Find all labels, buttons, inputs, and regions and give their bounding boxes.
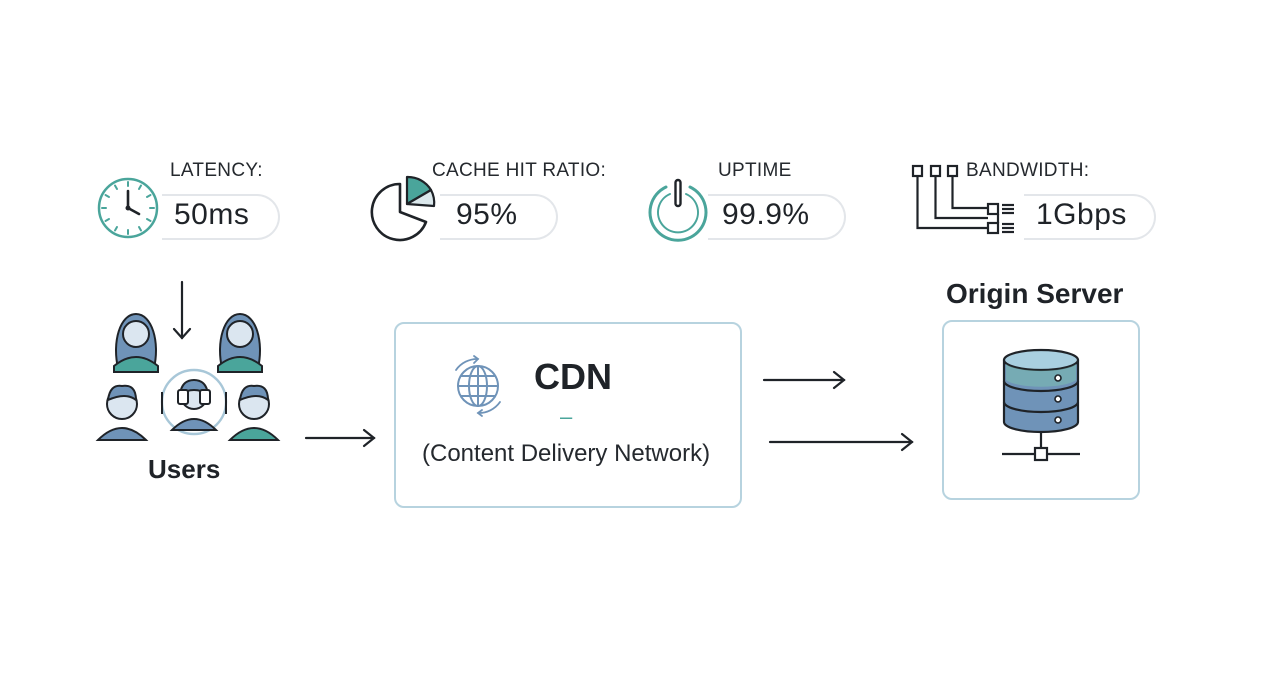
latency-label: LATENCY: <box>170 160 263 181</box>
power-icon <box>648 178 708 242</box>
users-group-icon <box>95 280 281 441</box>
bandwidth-pill <box>1024 194 1156 240</box>
pie-chart-icon <box>370 175 436 242</box>
origin-title: Origin Server <box>946 278 1124 309</box>
cdn-separator: – <box>560 404 573 429</box>
cache-hit-ratio-label: CACHE HIT RATIO: <box>432 160 607 181</box>
uptime-pill <box>708 194 846 240</box>
bandwidth-value: 1Gbps <box>1036 198 1127 231</box>
arrow-cdn-to-origin-top <box>762 370 846 390</box>
latency-value: 50ms <box>174 198 250 231</box>
arrow-users-to-cdn <box>304 428 376 448</box>
origin-box <box>942 320 1140 500</box>
latency-pill <box>162 194 280 240</box>
uptime-label: UPTIME <box>718 160 792 181</box>
cache-hit-ratio-value: 95% <box>456 198 518 231</box>
cdn-subtitle: (Content Delivery Network) <box>422 440 711 467</box>
users-label: Users <box>148 454 221 484</box>
clock-icon <box>97 177 159 239</box>
cdn-title: CDN <box>534 356 612 397</box>
bandwidth-label: BANDWIDTH: <box>966 160 1090 181</box>
server-database-icon <box>1002 348 1080 462</box>
globe-icon <box>455 355 501 417</box>
network-connections-icon <box>911 164 1014 235</box>
cdn-box <box>394 322 742 508</box>
arrow-cdn-to-origin-bottom <box>768 432 914 452</box>
uptime-value: 99.9% <box>722 198 810 231</box>
cache-hit-ratio-pill <box>440 194 558 240</box>
